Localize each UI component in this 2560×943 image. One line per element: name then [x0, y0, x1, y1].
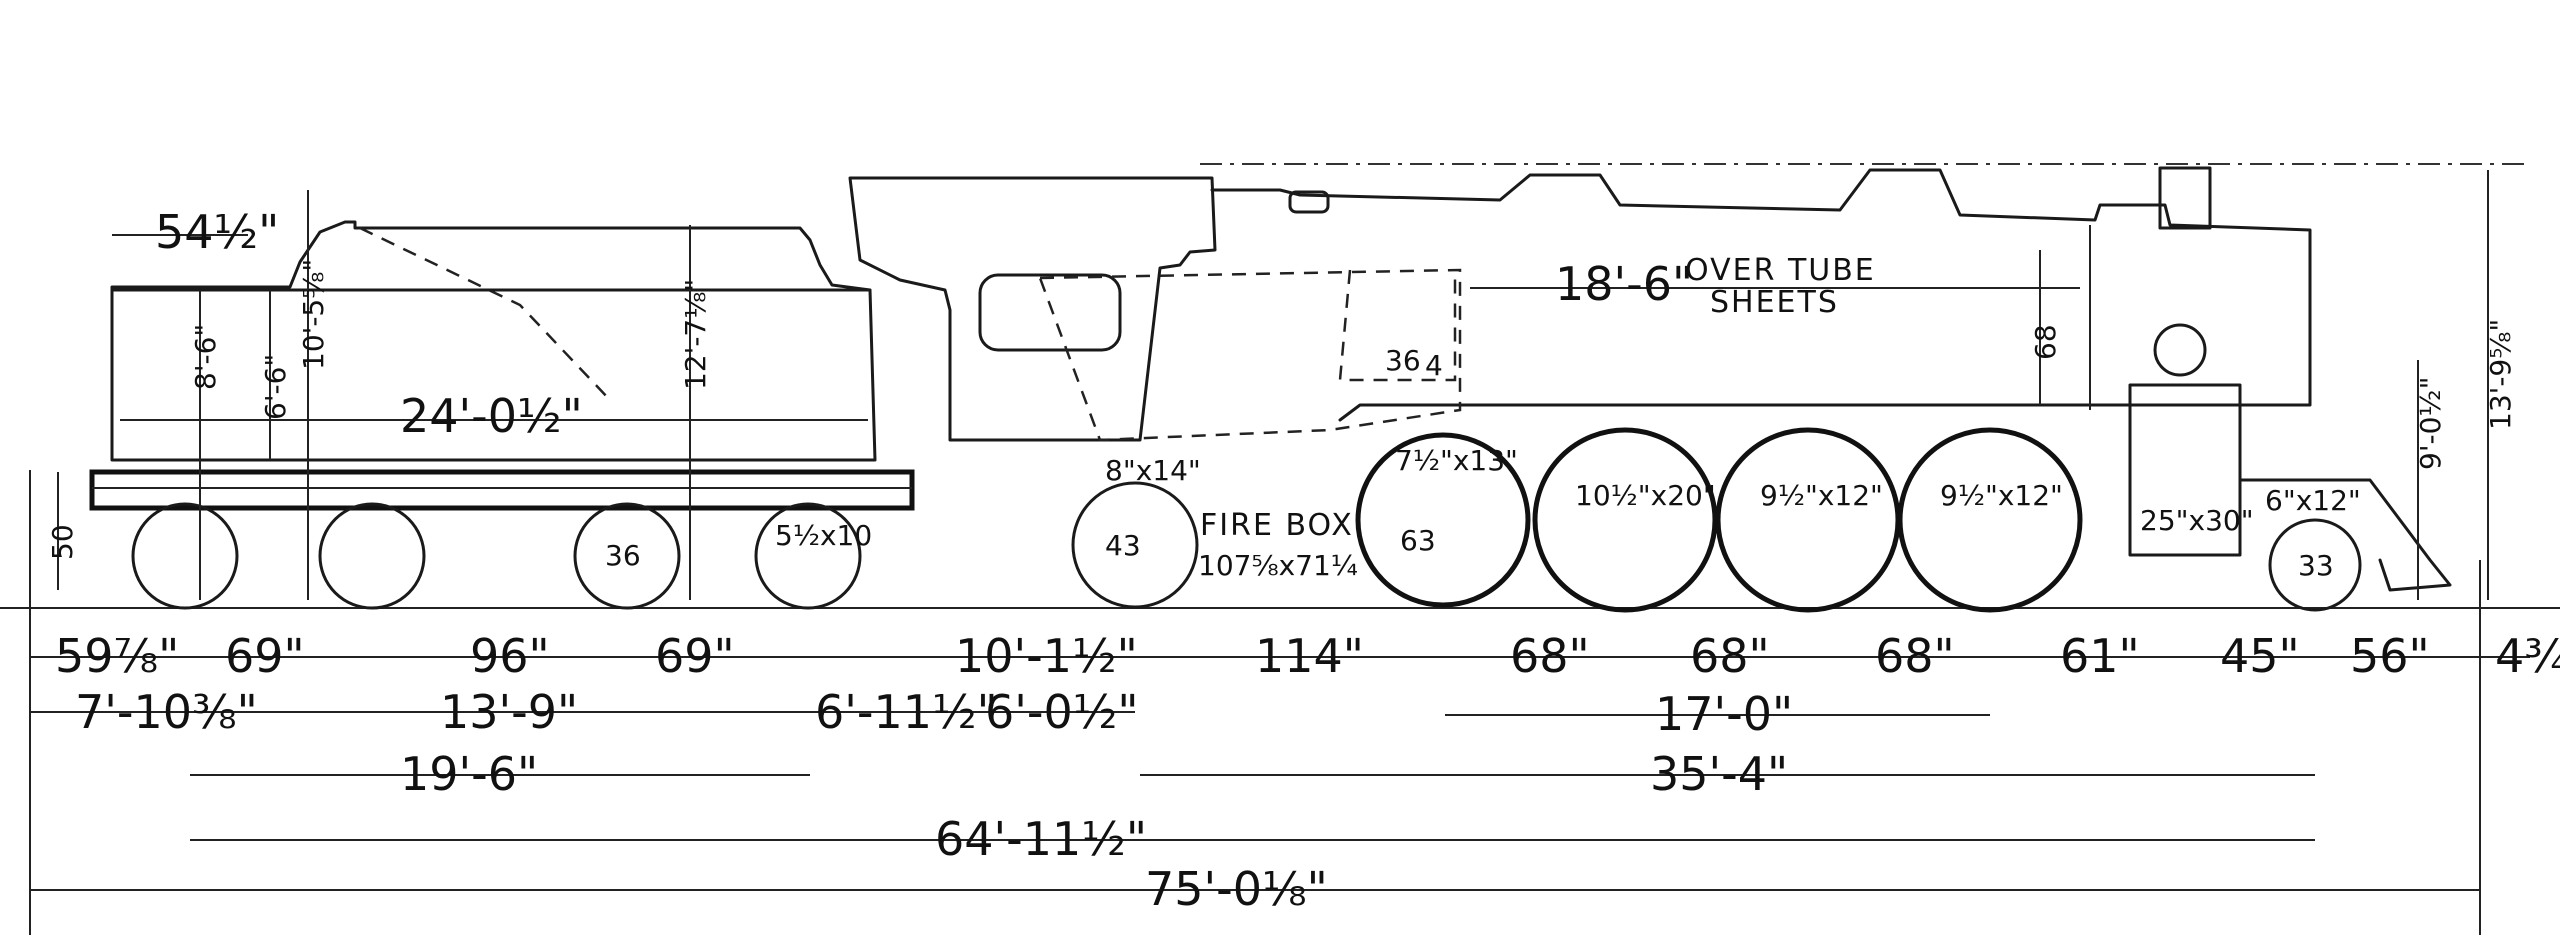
tender-wheel — [573, 502, 681, 610]
dim-label: 19'-6" — [400, 747, 538, 801]
tender-frame — [89, 469, 915, 511]
driving-wheel — [1897, 427, 2083, 613]
driving-wheel — [1355, 432, 1531, 608]
driver-label: 7½"x13" — [1395, 444, 1518, 477]
dim-label: 69" — [225, 629, 305, 683]
trailing-wheel-label: 43 — [1105, 529, 1141, 562]
tender-height-label: 10'-5⅝" — [297, 259, 330, 370]
driving-wheel — [1715, 427, 1901, 613]
tender-wheel — [754, 502, 862, 610]
tube-label: OVER TUBE — [1685, 253, 1876, 288]
dimension-rows: 59⅞" 69" 96" 69" 10'-1½" 114" 68" 68" 68… — [29, 470, 2560, 935]
combustion-label: 36 — [1385, 344, 1421, 377]
driving-wheel — [1532, 427, 1718, 613]
dim-label: 56" — [2350, 629, 2430, 683]
tender-wheel-label: 36 — [605, 539, 641, 572]
driver-label: 9½"x12" — [1760, 479, 1883, 512]
cylinder-label: 25"x30" — [2140, 504, 2254, 537]
leading-wheel — [2268, 518, 2362, 612]
boiler-dia-label: 68 — [2029, 324, 2062, 360]
dim-label: 45" — [2220, 629, 2300, 683]
dim-label: 96" — [470, 629, 550, 683]
overall-height-label: 13'-9⅝" — [2484, 319, 2517, 430]
dim-label: 68" — [1690, 629, 1770, 683]
firebox-label: FIRE BOX — [1200, 508, 1354, 543]
combustion-label: 4 — [1425, 349, 1443, 382]
combustion-chamber — [1338, 269, 1457, 382]
dim-label: 6'-11½" — [815, 685, 998, 739]
tender-height-label: 8'-6" — [189, 324, 222, 390]
driver-label: 10½"x20" — [1575, 479, 1716, 512]
deck-height-label: 50 — [46, 524, 79, 560]
dim-label: 68" — [1875, 629, 1955, 683]
dim-label: 17'-0" — [1655, 687, 1793, 741]
tender-height-label: 12'-7⅛" — [679, 279, 712, 390]
dim-label: 13'-9" — [440, 685, 578, 739]
pilot — [2238, 478, 2452, 592]
engine: 36 4 18'-6" OVER TUBE SHEETS 68 FIRE BOX… — [848, 166, 2517, 613]
cab — [848, 176, 1217, 442]
dim-label: 114" — [1255, 629, 1364, 683]
dim-label: 75'-0⅛" — [1145, 862, 1328, 916]
tender: 36 5½x10 54½" 8'-6" 6'-6" 10'-5⅝" 12'-7⅛… — [46, 190, 915, 610]
trailing-journal-label: 8"x14" — [1105, 454, 1201, 487]
dim-label: 4¾" — [2495, 629, 2560, 683]
firebox-size: 107⅝x71¼ — [1198, 549, 1358, 582]
trailing-wheel — [1071, 481, 1199, 609]
dim-label: 59⅞" — [55, 629, 179, 683]
tender-wheel-label: 5½x10 — [775, 519, 872, 552]
driver-label: 9½"x12" — [1940, 479, 2063, 512]
dim-label: 64'-11½" — [935, 812, 1147, 866]
cylinder — [2128, 383, 2242, 557]
tender-length-label: 24'-0½" — [400, 389, 583, 443]
centerline-height-label: 9'-0½" — [2414, 377, 2447, 470]
leading-journal-label: 6"x12" — [2265, 484, 2361, 517]
dim-label: 61" — [2060, 629, 2140, 683]
tender-wheel — [318, 502, 426, 610]
dim-label: 6'-0½" — [985, 685, 1139, 739]
dim-label: 35'-4" — [1650, 747, 1788, 801]
dim-label: 10'-1½" — [955, 629, 1138, 683]
tube-label: SHEETS — [1710, 285, 1839, 320]
smokestack — [2158, 166, 2212, 230]
tender-height-label: 6'-6" — [259, 354, 292, 420]
driver-dia-label: 63 — [1400, 524, 1436, 557]
tender-width-label: 54½" — [155, 205, 279, 259]
dim-label: 69" — [655, 629, 735, 683]
dome-cap — [1288, 190, 1330, 214]
boiler — [1210, 168, 2312, 422]
tender-body — [110, 220, 877, 462]
cab-window — [978, 273, 1122, 352]
dim-label: 68" — [1510, 629, 1590, 683]
leading-wheel-label: 33 — [2298, 549, 2334, 582]
headlight — [2153, 323, 2207, 377]
tender-wheel — [131, 502, 239, 610]
dim-label: 7'-10⅜" — [75, 685, 258, 739]
tube-length-label: 18'-6" — [1555, 257, 1693, 311]
tender-coal-slope — [359, 226, 611, 401]
firebox-outline — [1038, 268, 1462, 442]
